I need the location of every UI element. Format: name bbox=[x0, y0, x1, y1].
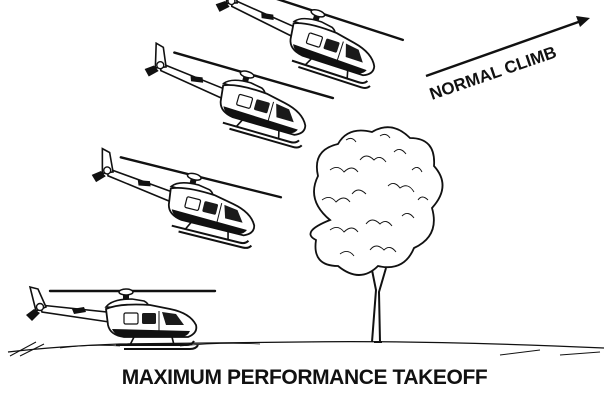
diagram-title: MAXIMUM PERFORMANCE TAKEOFF bbox=[0, 366, 609, 390]
helicopter-icon bbox=[135, 42, 334, 154]
tree-icon bbox=[310, 127, 442, 342]
ground-line bbox=[8, 342, 604, 356]
helicopter-icon bbox=[26, 287, 215, 349]
helicopter-icon bbox=[83, 148, 281, 254]
